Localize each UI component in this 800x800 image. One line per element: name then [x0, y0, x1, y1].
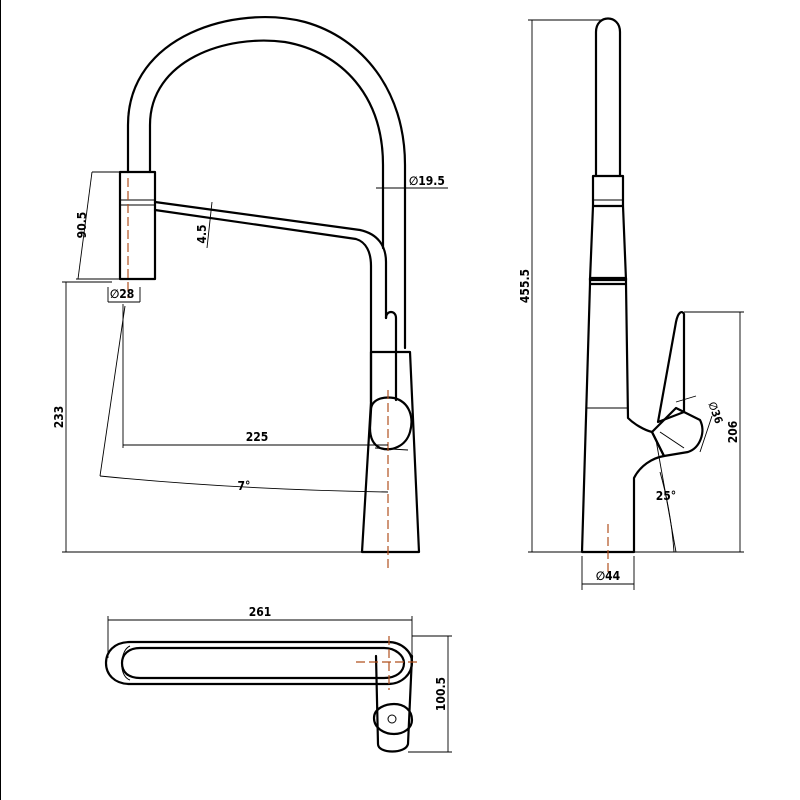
side-body [580, 282, 666, 554]
dim-height-label: 233 [52, 406, 66, 429]
side-spout [594, 17, 622, 178]
dim-swivel-angle-label: 7° [238, 479, 251, 493]
dim-swivel-angle: 7° [99, 305, 389, 493]
top-arm-inner [120, 646, 406, 680]
top-spray-end [121, 645, 131, 681]
dim-handle-angle: 25° [655, 439, 677, 553]
handle-lever [384, 310, 398, 402]
side-lever [656, 311, 686, 424]
side-neck-ring [588, 276, 628, 286]
dim-handle-angle-label: 25° [656, 489, 676, 503]
faucet-body [360, 350, 421, 554]
dim-length-label: 261 [249, 605, 272, 619]
dim-spray-length-label: 90.5 [75, 212, 89, 239]
dim-depth: 100.5 [408, 635, 452, 753]
dim-base-dia-label: ∅44 [596, 569, 621, 583]
side-neck [588, 204, 628, 282]
side-view: 455.5 206 ∅36 25° ∅44 [518, 17, 744, 590]
side-spray-collar [591, 174, 625, 208]
top-arm-outer [104, 640, 414, 686]
handle-knob [368, 396, 413, 451]
front-view: 90.5 4.5 ∅19.5 ∅28 233 22 [52, 16, 448, 568]
handle-knob-base [374, 447, 409, 451]
dim-reach-label: 225 [246, 430, 269, 444]
gooseneck-inner [148, 39, 385, 250]
dim-lever-height-label: 206 [726, 421, 740, 444]
dim-hose-dia: ∅19.5 [376, 174, 448, 189]
top-lever-knob [372, 702, 414, 736]
side-handle-line [659, 431, 685, 449]
dim-spray-dia-label: ∅28 [110, 287, 134, 301]
dim-spray-gap-label: 4.5 [195, 224, 209, 243]
side-handle [650, 406, 704, 458]
dim-spray-gap: 4.5 [195, 201, 213, 249]
dim-hose-dia-label: ∅19.5 [409, 174, 445, 188]
dim-height: 233 [52, 281, 364, 553]
dim-length: 261 [107, 605, 413, 658]
dim-spray-dia: ∅28 [107, 287, 141, 303]
dim-total-height: 455.5 [518, 19, 604, 553]
dim-reach: 225 [122, 304, 388, 448]
top-view: 261 100.5 [104, 605, 452, 753]
pullout-hose-arm [153, 200, 388, 320]
gooseneck-outer [126, 16, 407, 350]
dim-handle-dia-label: ∅36 [705, 400, 725, 425]
dim-total-height-label: 455.5 [518, 269, 532, 303]
dim-depth-label: 100.5 [434, 677, 448, 711]
spray-head [118, 170, 157, 281]
pullout-hose-arm-lower [153, 208, 373, 404]
dim-lever-height: 206 [634, 311, 744, 553]
dim-spray-length: 90.5 [75, 171, 120, 280]
dim-base-dia: ∅44 [581, 556, 635, 590]
top-lever-dot [387, 714, 397, 724]
top-base-body [374, 654, 414, 753]
